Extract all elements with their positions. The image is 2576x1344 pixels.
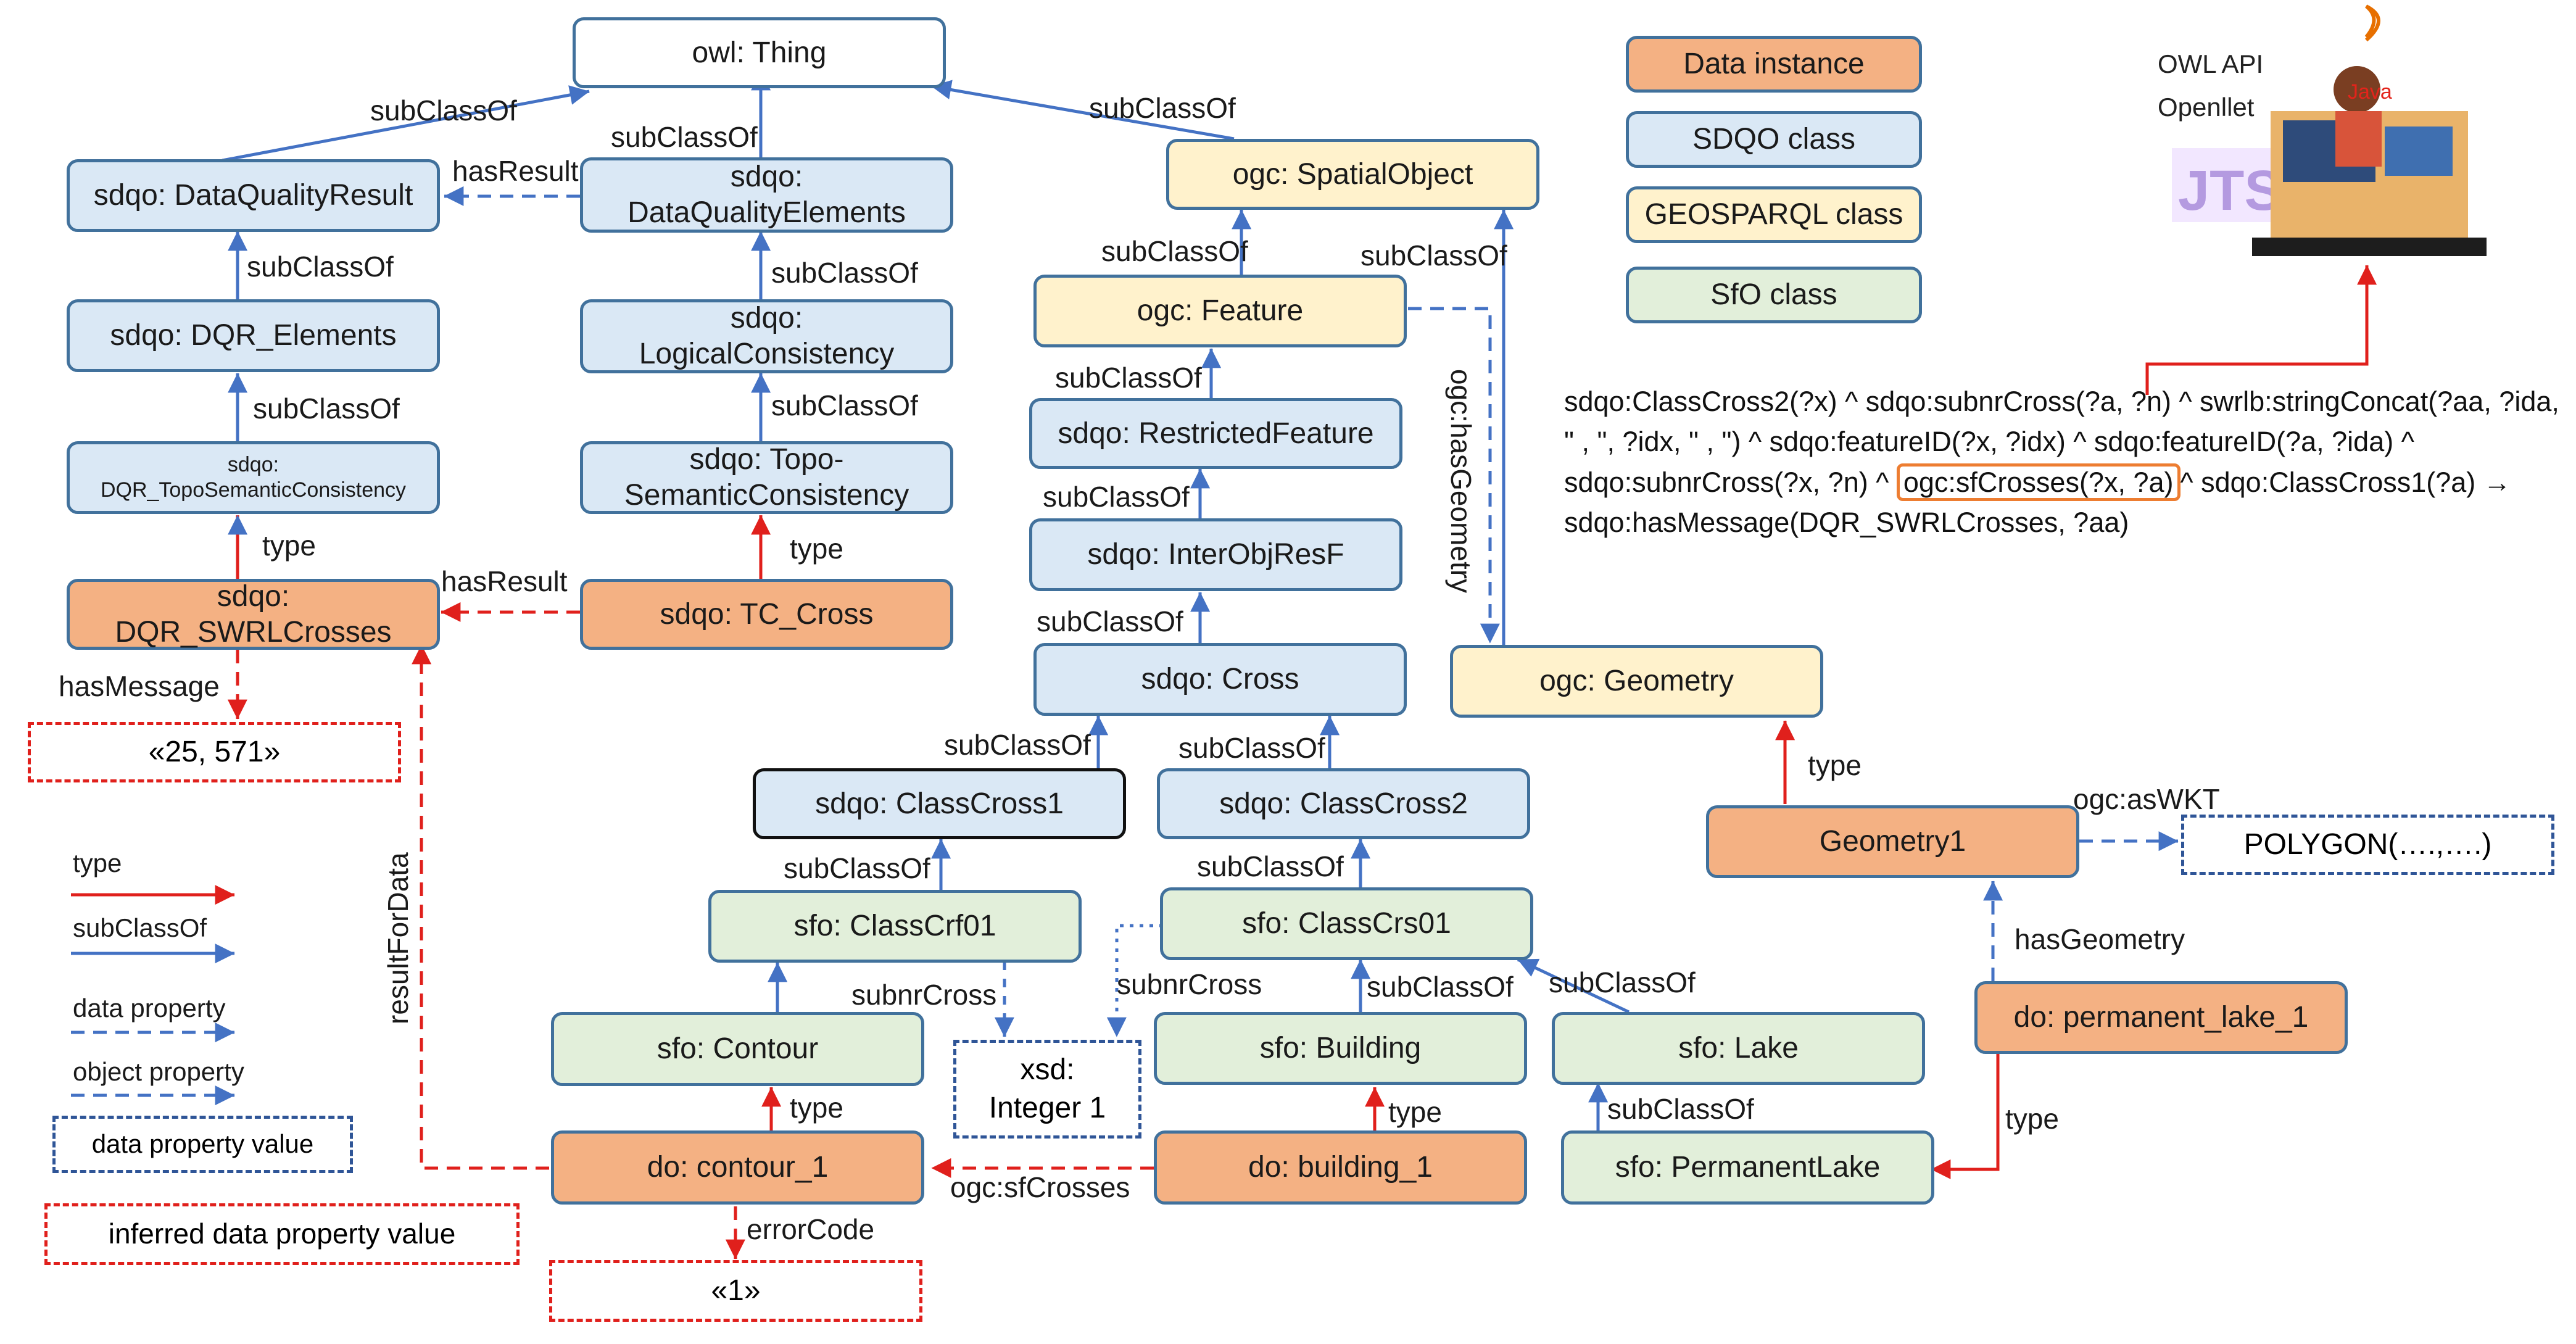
label-subclassof: subClassOf <box>1055 362 1202 394</box>
swrl-rule-part1: sdqo:ClassCross2(?x) ^ sdqo:subnrCross(?… <box>1564 386 2559 498</box>
value-error-code: «1» <box>549 1260 922 1322</box>
label-type: type <box>1388 1096 1442 1128</box>
node-tc-cross[interactable]: sdqo: TC_Cross <box>580 579 953 650</box>
label-subclassof: subClassOf <box>370 94 517 127</box>
label-subclassof: subClassOf <box>1360 239 1507 272</box>
label-subclassof: subClassOf <box>1367 971 1514 1003</box>
label-subclassof: subClassOf <box>784 852 930 884</box>
label-subnrcross: subnrCross <box>1117 968 1262 1000</box>
legend-object-property-label: object property <box>73 1057 244 1086</box>
node-building[interactable]: sfo: Building <box>1154 1012 1527 1085</box>
node-interobjresf[interactable]: sdqo: InterObjResF <box>1029 518 1402 591</box>
label-subclassof: subClassOf <box>1089 92 1236 124</box>
label-type: type <box>790 533 843 565</box>
edge-dqr-thing <box>222 85 590 162</box>
node-classcross2[interactable]: sdqo: ClassCross2 <box>1157 768 1530 839</box>
edge-spatial-thing <box>931 80 1235 141</box>
node-spatial-object[interactable]: ogc: SpatialObject <box>1166 139 1539 210</box>
node-cross[interactable]: sdqo: Cross <box>1033 643 1407 716</box>
label-subclassof: subClassOf <box>253 392 400 425</box>
label-type: type <box>262 529 316 562</box>
node-feature[interactable]: ogc: Feature <box>1033 275 1407 347</box>
node-data-quality-elements[interactable]: sdqo: DataQualityElements <box>580 157 953 233</box>
legend-subclassof-label: subClassOf <box>73 913 207 942</box>
node-topo-semantic-consistency[interactable]: sdqo: Topo- SemanticConsistency <box>580 441 953 514</box>
edge-subnrcross-crs <box>1106 924 1163 1037</box>
label-subclassof: subClassOf <box>771 389 918 421</box>
legend-data-instance: Data instance <box>1626 36 1922 93</box>
node-restricted-feature[interactable]: sdqo: RestrictedFeature <box>1029 398 1402 469</box>
edge-lake-crs <box>1517 958 1630 1014</box>
label-type: type <box>2005 1103 2059 1135</box>
label-subnrcross: subnrCross <box>851 979 997 1011</box>
label-subclassof: subClassOf <box>1101 235 1248 267</box>
label-type: type <box>790 1092 843 1124</box>
node-permanent-lake-1[interactable]: do: permanent_lake_1 <box>1974 981 2348 1054</box>
legend-data-property-label: data property <box>73 993 226 1023</box>
label-subclassof: subClassOf <box>1197 850 1344 882</box>
node-contour-1[interactable]: do: contour_1 <box>551 1130 924 1205</box>
label-subclassof: subClassOf <box>944 729 1091 761</box>
legend-sdqo-class: SDQO class <box>1626 111 1922 168</box>
node-contour[interactable]: sfo: Contour <box>551 1012 924 1086</box>
tool-owl-api: OWL API <box>2158 49 2264 78</box>
swrl-rule: sdqo:ClassCross2(?x) ^ sdqo:subnrCross(?… <box>1564 381 2564 542</box>
svg-text:Java: Java <box>2348 80 2392 104</box>
node-dqr-swrlcrosses[interactable]: sdqo: DQR_SWRLCrosses <box>67 579 440 650</box>
label-resultfordata: resultForData <box>382 852 414 1024</box>
svg-text:JTS: JTS <box>2178 159 2282 222</box>
node-geometry[interactable]: ogc: Geometry <box>1450 645 1823 718</box>
node-lake[interactable]: sfo: Lake <box>1552 1012 1925 1085</box>
label-hasresult: hasResult <box>441 565 568 597</box>
node-permanentlake[interactable]: sfo: PermanentLake <box>1561 1130 1934 1205</box>
node-classcrs01[interactable]: sfo: ClassCrs01 <box>1160 887 1533 960</box>
label-ogc-aswkt: ogc:asWKT <box>2073 783 2220 815</box>
node-dqr-elements[interactable]: sdqo: DQR_Elements <box>67 299 440 372</box>
value-xsd-integer: xsd: Integer 1 <box>953 1040 1141 1139</box>
label-hasresult: hasResult <box>452 155 579 187</box>
label-hasmessage: hasMessage <box>59 670 220 702</box>
tool-openllet: Openllet <box>2158 93 2255 122</box>
label-subclassof: subClassOf <box>1178 732 1325 764</box>
label-ogc-hasgeometry: ogc:hasGeometry <box>1445 369 1477 594</box>
label-errorcode: errorCode <box>747 1213 875 1245</box>
legend-sfo-class: SfO class <box>1626 267 1922 323</box>
label-type: type <box>1808 749 1862 781</box>
node-dqr-topo-semantic[interactable]: sdqo: DQR_TopoSemanticConsistency <box>67 441 440 514</box>
node-building-1[interactable]: do: building_1 <box>1154 1130 1527 1205</box>
value-message: «25, 571» <box>28 722 401 782</box>
edge-tool-link <box>2145 265 2377 395</box>
label-hasgeometry: hasGeometry <box>2015 923 2185 955</box>
label-subclassof: subClassOf <box>1607 1093 1754 1125</box>
legend-inferred-value: inferred data property value <box>44 1203 520 1265</box>
label-subclassof: subClassOf <box>771 257 918 289</box>
value-polygon: POLYGON(….,….) <box>2181 815 2554 875</box>
swrl-rule-highlight: ogc:sfCrosses(?x, ?a) <box>1896 463 2180 501</box>
legend-geosparql-class: GEOSPARQL class <box>1626 186 1922 243</box>
edge-type-plake <box>1931 1049 2000 1179</box>
label-subclassof: subClassOf <box>611 121 758 153</box>
node-logical-consistency[interactable]: sdqo: LogicalConsistency <box>580 299 953 373</box>
edge-resultfordata <box>412 644 549 1170</box>
node-classcross1[interactable]: sdqo: ClassCross1 <box>753 768 1126 839</box>
developer-illustration: JTS Java <box>2172 4 2487 256</box>
edge-ogc-hasgeometry <box>1408 307 1500 644</box>
label-subclassof: subClassOf <box>1549 966 1696 998</box>
swrl-rule-part2: ^ sdqo:ClassCross1(?a) → sdqo:hasMessage… <box>1564 466 2511 538</box>
label-subclassof: subClassOf <box>1037 605 1183 637</box>
label-subclassof: subClassOf <box>1043 481 1190 513</box>
legend-data-property-value: data property value <box>52 1116 353 1173</box>
node-owl-thing[interactable]: owl: Thing <box>573 17 946 88</box>
node-data-quality-result[interactable]: sdqo: DataQualityResult <box>67 159 440 232</box>
node-geometry1[interactable]: Geometry1 <box>1706 805 2079 878</box>
legend-type-label: type <box>73 848 122 877</box>
label-ogc-sfcrosses: ogc:sfCrosses <box>950 1171 1130 1203</box>
node-classcrf01[interactable]: sfo: ClassCrf01 <box>708 890 1082 963</box>
label-subclassof: subClassOf <box>247 251 394 283</box>
